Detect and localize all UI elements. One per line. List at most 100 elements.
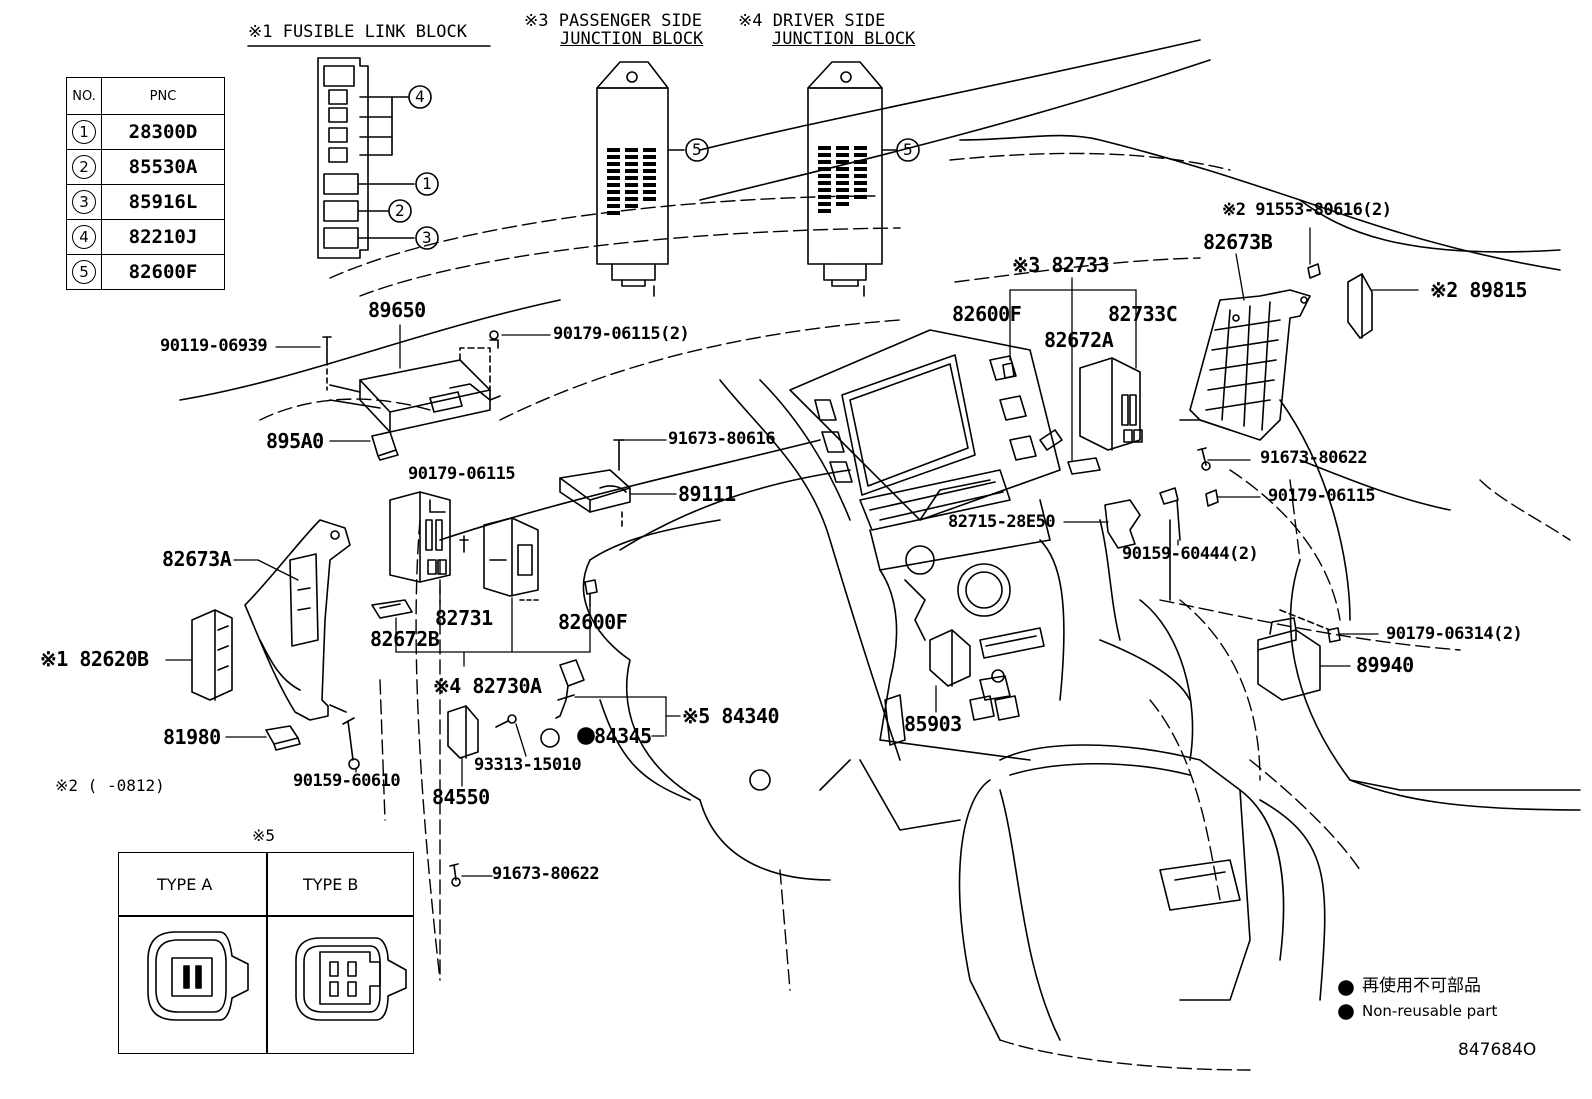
label-90119-06939: 90119-06939 xyxy=(160,336,268,356)
label-91553-80616-2: ※2 91553-80616(2) xyxy=(1222,200,1392,220)
type-b-label: TYPE B xyxy=(303,875,359,894)
fuse-slot xyxy=(607,155,620,159)
label-91673-80616: 91673-80616 xyxy=(668,429,776,449)
part-82730A-drawing xyxy=(483,517,541,601)
type-box-title: ※5 xyxy=(252,826,276,845)
screw-93313-15010-drawing xyxy=(495,714,517,728)
fuse-slot xyxy=(854,181,867,185)
label-82730A: ※4 82730A xyxy=(433,674,542,698)
fuse-slot xyxy=(854,167,867,171)
part-89815-drawing xyxy=(1307,263,1373,339)
fuse-slot xyxy=(836,202,849,206)
label-91673-80622-b: 91673-80622 xyxy=(1260,448,1368,468)
pnc-table-row: 5 82600F xyxy=(66,254,225,290)
fuse-slot xyxy=(854,153,867,157)
label-82620B: ※1 82620B xyxy=(40,647,149,671)
pnc-table-row: 2 85530A xyxy=(66,149,225,185)
pnc-row-number: 4 xyxy=(72,225,96,249)
part-84550-drawing xyxy=(447,705,479,759)
fuse-slot xyxy=(625,169,638,173)
part-82600F-drawing xyxy=(584,579,598,607)
label-82672B: 82672B xyxy=(370,627,440,651)
part-82673A-drawing xyxy=(244,519,351,721)
type-a-label: TYPE A xyxy=(157,875,213,894)
part-89650-drawing xyxy=(322,330,501,433)
passenger-jb-fuse-grid xyxy=(607,148,656,215)
fuse-slot xyxy=(607,204,620,208)
pnc-row-value: 82210J xyxy=(101,219,225,255)
label-82600F-b: 82600F xyxy=(952,302,1022,326)
fuse-slot xyxy=(818,209,831,213)
fuse-slot xyxy=(607,183,620,187)
part-84340-drawing xyxy=(555,659,585,719)
pnc-row-value: 85916L xyxy=(101,184,225,220)
connector-type-a-drawing xyxy=(147,931,249,1021)
callout-fuse-1: 1 xyxy=(422,174,432,193)
label-89815: ※2 89815 xyxy=(1430,278,1528,302)
figure-id: 847684O xyxy=(1458,1040,1537,1060)
fuse-slot xyxy=(643,176,656,180)
legend-bullet-jp xyxy=(1338,980,1354,996)
fuse-slot xyxy=(818,146,831,150)
legend-text-jp: 再使用不可部品 xyxy=(1362,976,1481,996)
fuse-slot xyxy=(818,202,831,206)
pnc-row-value: 82600F xyxy=(101,254,225,290)
label-90179-06314-2: 90179-06314(2) xyxy=(1386,624,1523,644)
callout-pass-jb-5: 5 xyxy=(692,140,702,159)
label-82715-28E50: 82715-28E50 xyxy=(948,512,1056,532)
fuse-slot xyxy=(625,183,638,187)
part-82620B-drawing xyxy=(191,609,233,701)
fuse-slot xyxy=(818,160,831,164)
label-93313-15010: 93313-15010 xyxy=(474,755,582,775)
fuse-slot xyxy=(643,183,656,187)
fuse-slot xyxy=(643,148,656,152)
fuse-slot xyxy=(836,146,849,150)
part-82673B-drawing xyxy=(1179,289,1311,441)
label-89940: 89940 xyxy=(1356,653,1414,677)
note-2: ※2 ( -0812) xyxy=(55,776,165,795)
fuse-slot xyxy=(607,176,620,180)
legend-text-en: Non-reusable part xyxy=(1362,1002,1498,1020)
label-90159-60444-2: 90159-60444(2) xyxy=(1122,544,1259,564)
dashboard-solid-lines xyxy=(179,39,1581,1041)
fuse-slot xyxy=(625,176,638,180)
part-895A0-drawing xyxy=(371,431,399,461)
pnc-row-number: 3 xyxy=(72,190,96,214)
fuse-slot xyxy=(625,204,638,208)
pnc-table: NO. PNC 1 28300D 2 85530A 3 85916L 4 822… xyxy=(66,77,225,290)
fuse-slot xyxy=(643,190,656,194)
pnc-table-row: 1 28300D xyxy=(66,114,225,150)
label-82733: ※3 82733 xyxy=(1012,253,1110,277)
fuse-slot xyxy=(836,188,849,192)
leader-lines xyxy=(165,227,1419,877)
driver-jb-fuse-grid xyxy=(818,146,867,213)
fuse-slot xyxy=(836,167,849,171)
part-89940-drawing xyxy=(1257,609,1341,701)
driver-junction-block-drawing xyxy=(807,61,920,297)
fuse-slot xyxy=(836,181,849,185)
fuse-slot xyxy=(625,197,638,201)
fuse-slot xyxy=(607,162,620,166)
connector-type-box: TYPE A TYPE B xyxy=(118,852,414,1054)
legend-bullet-en xyxy=(1338,1004,1354,1020)
label-82600F-a: 82600F xyxy=(558,610,628,634)
fuse-slot xyxy=(607,148,620,152)
fuse-slot xyxy=(818,167,831,171)
label-82672A: 82672A xyxy=(1044,328,1114,352)
screw-90179-06115-right-drawing xyxy=(1205,489,1219,507)
fuse-slot xyxy=(625,162,638,166)
passenger-jb-title-line2: JUNCTION BLOCK xyxy=(560,29,704,49)
pnc-row-value: 85530A xyxy=(101,149,225,185)
fuse-slot xyxy=(818,188,831,192)
fuse-slot xyxy=(818,195,831,199)
screw-91673-80622-bottom-drawing xyxy=(449,863,461,887)
callout-fuse-3: 3 xyxy=(422,228,432,247)
label-82673B: 82673B xyxy=(1203,230,1273,254)
fuse-slot xyxy=(854,188,867,192)
fuse-slot xyxy=(836,195,849,199)
label-89650: 89650 xyxy=(368,298,426,322)
fuse-slot xyxy=(643,155,656,159)
connector-type-b-drawing xyxy=(295,937,407,1021)
callout-fuse-4: 4 xyxy=(415,87,425,106)
